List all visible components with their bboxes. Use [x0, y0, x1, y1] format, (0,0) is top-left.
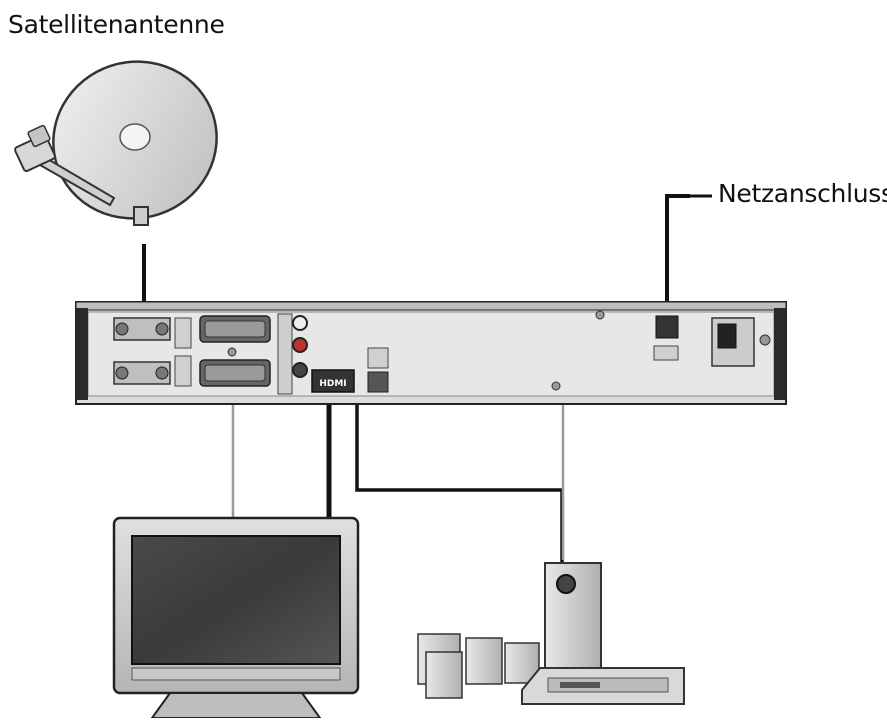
receiver-back-panel: HDMI	[75, 301, 787, 405]
power-switch	[711, 317, 771, 367]
power-input	[653, 315, 679, 361]
satellite-antenna-label: Satellitenantenne	[8, 10, 225, 39]
television	[112, 516, 360, 719]
satellite-dish	[14, 60, 218, 226]
home-cinema-system	[417, 562, 685, 705]
lnb-inputs	[113, 317, 192, 387]
screw	[595, 310, 605, 320]
optical-output	[367, 347, 389, 393]
screw	[551, 381, 561, 391]
av-jacks	[277, 313, 308, 395]
hdmi-port: HDMI	[311, 369, 355, 393]
screw	[227, 347, 237, 357]
power-connection-label: Netzanschluss	[718, 179, 887, 208]
hdmi-label: HDMI	[319, 379, 346, 389]
scart-connectors	[199, 315, 271, 387]
